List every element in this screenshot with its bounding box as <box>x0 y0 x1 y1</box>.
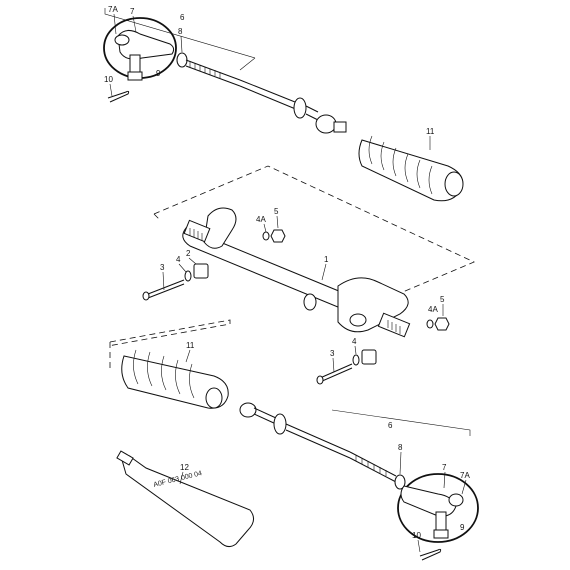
bracket-line-6-top <box>104 8 256 59</box>
ball-stud-bottom <box>435 511 447 531</box>
label-6-top: 6 <box>180 13 185 22</box>
washer-right <box>352 354 360 366</box>
label-12: 12 <box>180 463 189 472</box>
threaded-rod-bottom <box>349 451 397 483</box>
label-7a-top: 7A <box>108 5 118 14</box>
rack-end-left <box>183 219 211 243</box>
pinion-shaft-end <box>303 293 317 311</box>
cotter-pin-top <box>107 90 130 103</box>
label-11-bottom: 11 <box>186 341 195 350</box>
label-4-left: 4 <box>176 255 181 264</box>
inner-ball-joint-top <box>315 114 337 134</box>
rubber-boot-bottom <box>121 349 229 409</box>
label-3-right: 3 <box>330 349 335 358</box>
washer-4a-right <box>426 319 434 329</box>
castle-nut-bottom <box>433 529 449 539</box>
label-7-top: 7 <box>130 7 135 16</box>
upper-tie-rod-assembly <box>103 8 464 202</box>
cotter-pin-bottom <box>419 548 442 561</box>
label-4a-top: 4A <box>256 215 266 224</box>
label-1: 1 <box>324 255 329 264</box>
castle-nut-top <box>127 71 143 81</box>
boot-dashed-outline <box>107 319 231 347</box>
inner-tie-rod-top-upper <box>239 79 301 105</box>
label-7a-bottom: 7A <box>460 471 470 480</box>
bolt-right <box>316 363 353 385</box>
rack-dashed-outline <box>153 165 475 311</box>
rack-mount-left <box>203 207 237 249</box>
tie-rod-end-eye-bottom <box>448 493 464 507</box>
label-11-top: 11 <box>426 127 435 136</box>
nut-5-right <box>434 317 450 331</box>
threaded-rod-top <box>185 59 241 87</box>
clamp-bushing-right <box>361 349 377 365</box>
grease-tube-cap <box>116 450 134 466</box>
washer-left <box>184 270 192 282</box>
washer-4a-top <box>262 231 270 241</box>
ball-stud-top <box>129 54 141 74</box>
inner-tie-rod-bottom-upper <box>285 423 351 453</box>
label-9-top: 9 <box>156 69 161 78</box>
rod-collar-top <box>293 97 307 119</box>
label-5-right: 5 <box>440 295 445 304</box>
tie-rod-end-eye-top <box>114 34 130 46</box>
clamp-bushing-left <box>193 263 209 279</box>
nut-5-top <box>270 229 286 243</box>
rack-end-right <box>377 312 411 338</box>
bracket-line-6-bottom <box>331 409 471 436</box>
label-9-bottom: 9 <box>460 523 465 532</box>
steering-rack-housing <box>142 165 475 385</box>
lock-nut-bottom <box>394 474 406 490</box>
lower-tie-rod-assembly <box>239 402 479 561</box>
rack-mount-right <box>349 313 367 327</box>
lower-boot-assembly <box>107 319 231 409</box>
label-4a-right: 4A <box>428 305 438 314</box>
lock-nut-top <box>176 52 188 68</box>
inner-thread-top <box>333 121 347 133</box>
label-10-top: 10 <box>104 75 113 84</box>
inner-tie-rod-bottom-lower <box>285 429 351 459</box>
bracket-line-6-top-end <box>239 57 256 71</box>
inner-ball-joint-bottom <box>239 402 257 418</box>
label-7-bottom: 7 <box>442 463 447 472</box>
label-3-left: 3 <box>160 263 165 272</box>
ball-joint-highlight-circle-bottom <box>397 473 479 543</box>
label-8-bottom: 8 <box>398 443 403 452</box>
label-8-top: 8 <box>178 27 183 36</box>
bolt-left <box>142 279 185 301</box>
label-2: 2 <box>186 249 191 258</box>
callouts: 7A 7 6 8 9 10 11 4A 5 1 2 3 4 4A 5 4 3 1… <box>104 5 470 553</box>
inner-tie-rod-top-lower <box>239 85 299 111</box>
label-4-right: 4 <box>352 337 357 346</box>
label-6-bottom: 6 <box>388 421 393 430</box>
rubber-boot-top <box>358 135 464 202</box>
tie-rod-end-bottom <box>400 485 457 517</box>
rod-collar-bottom <box>273 413 287 435</box>
label-5-top: 5 <box>274 207 279 216</box>
tie-rod-end-top <box>117 30 175 60</box>
label-10-bottom: 10 <box>412 531 421 540</box>
